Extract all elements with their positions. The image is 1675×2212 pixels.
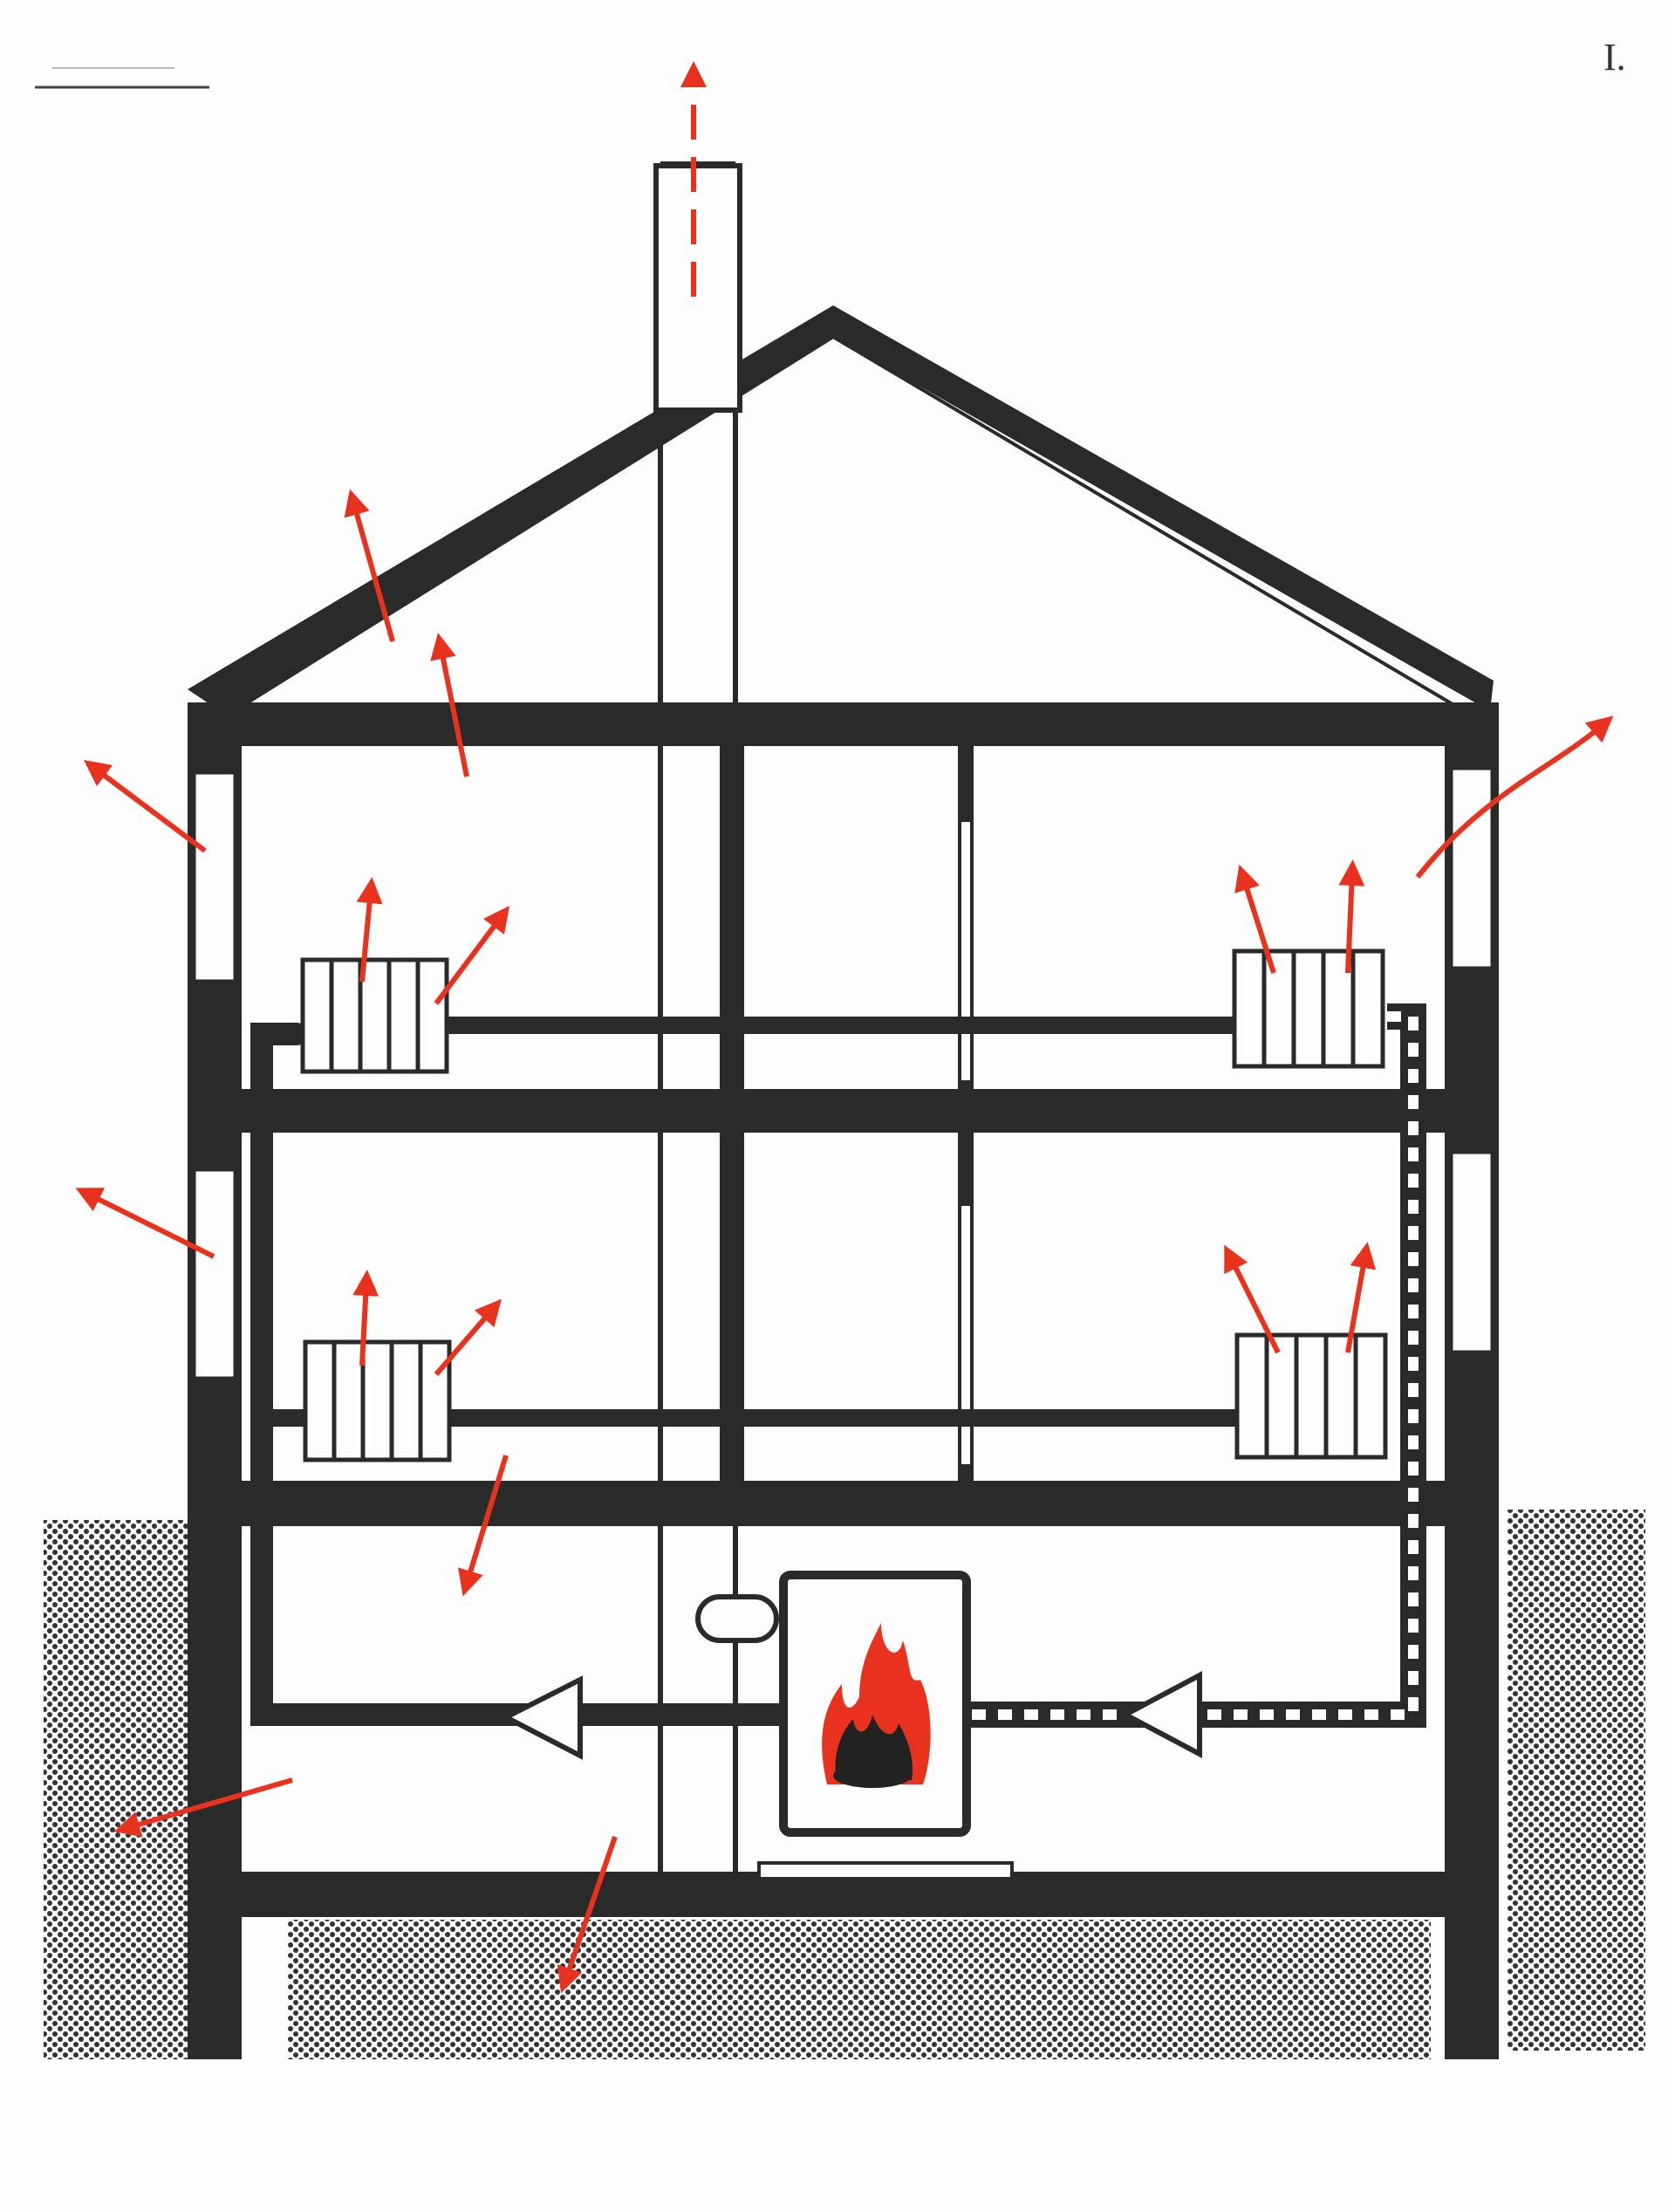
- radiator-top-left: [300, 957, 449, 1074]
- heat-loss-arrow: [557, 1836, 618, 1994]
- window-left-lower: [191, 1167, 238, 1381]
- radiator-top-right: [1232, 948, 1385, 1069]
- heat-loss-arrow: [1415, 716, 1614, 879]
- page-number: I.: [1603, 36, 1626, 79]
- roof: [188, 163, 1494, 717]
- heat-loss-arrow: [1234, 864, 1276, 974]
- flame-icon: [822, 1623, 931, 1788]
- window-right-lower: [1448, 1149, 1495, 1355]
- window-right-upper: [1448, 765, 1495, 971]
- door-lower: [958, 1202, 974, 1468]
- radiator-bottom-left: [303, 1339, 452, 1462]
- heat-loss-arrow: [434, 1298, 502, 1376]
- heat-loss-arrow: [75, 1188, 215, 1259]
- heat-loss-arrow: [83, 760, 207, 853]
- heat-loss-arrow: [1345, 1242, 1377, 1353]
- heat-loss-arrow: [113, 1777, 293, 1838]
- ground: [44, 1510, 1645, 2059]
- windows: [191, 765, 1495, 1381]
- heat-loss-arrow: [356, 877, 383, 983]
- heat-loss-arrow: [1224, 1244, 1281, 1354]
- radiator-bottom-right: [1234, 1332, 1388, 1460]
- heat-loss-arrow: [434, 906, 509, 1005]
- window-left-upper: [191, 770, 238, 984]
- heat-loss-arrow: [1338, 859, 1365, 974]
- heat-loss-arrow: [430, 633, 469, 777]
- attic-slab: [188, 702, 1494, 746]
- heat-loss-arrow: [344, 489, 395, 642]
- heat-loss-arrows: [75, 61, 1614, 1994]
- header-scribble: [35, 67, 209, 89]
- heat-loss-arrow: [352, 1270, 379, 1366]
- door-upper: [958, 818, 974, 1084]
- heat-loss-arrow: [458, 1455, 509, 1597]
- pump-return-icon: [1119, 1671, 1202, 1758]
- pump-supply-icon: [500, 1675, 583, 1760]
